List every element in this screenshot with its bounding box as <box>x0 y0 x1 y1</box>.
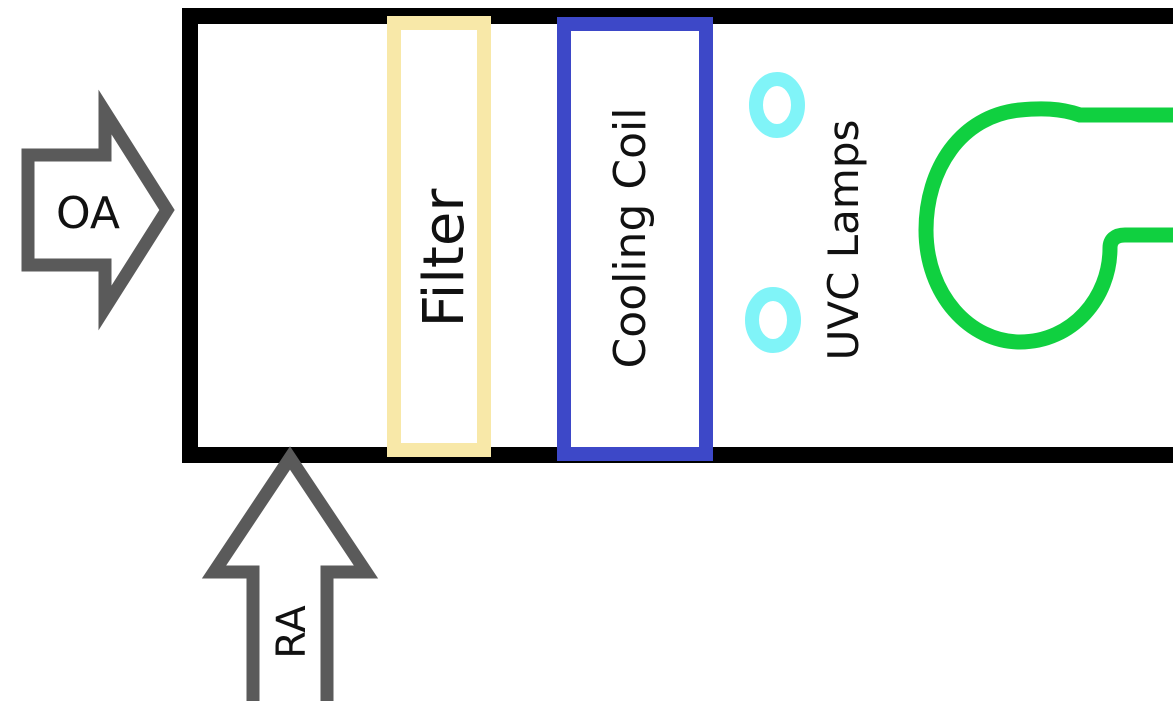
return-air-arrow-shape <box>201 446 379 701</box>
cooling-coil-frame <box>557 17 713 461</box>
outside-air-arrow-shape <box>21 89 175 331</box>
cooling-coil-label: Cooling Coil <box>605 108 656 369</box>
uvc-lamp-icon <box>749 72 805 138</box>
uvc-lamps-label: UVC Lamps <box>819 120 868 361</box>
uvc-lamps: UVC Lamps <box>745 72 868 361</box>
fan-icon <box>918 101 1173 350</box>
air-handler-housing <box>182 8 1173 463</box>
uvc-lamp-icon <box>745 287 801 353</box>
filter-label: Filter <box>412 188 477 328</box>
filter-frame <box>387 16 491 457</box>
return-air-arrow: RA <box>201 446 379 701</box>
outside-air-label: OA <box>56 188 120 239</box>
return-air-label: RA <box>269 605 315 659</box>
filter: Filter <box>387 16 491 457</box>
cooling-coil: Cooling Coil <box>557 17 713 461</box>
fan-housing <box>918 101 1173 350</box>
outside-air-arrow: OA <box>21 89 175 331</box>
